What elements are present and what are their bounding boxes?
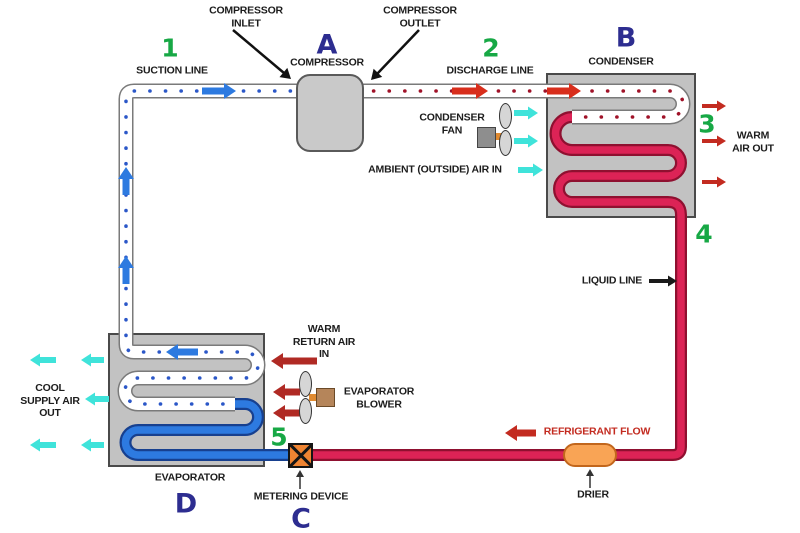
flow-arrow-right-icon [202, 83, 236, 99]
flow-arrow-left-icon [30, 438, 56, 452]
component-letter-c: C [291, 503, 311, 533]
label-compressor-outlet: COMPRESSOR OUTLET [383, 4, 457, 29]
flow-arrow-left-icon [273, 405, 300, 421]
label-liquid-line: LIQUID LINE [581, 274, 643, 287]
liquid-line-pipe [313, 111, 687, 461]
metering-device-pointer [296, 470, 304, 489]
flow-arrow-layer [30, 83, 726, 452]
flow-arrow-left-icon [166, 344, 198, 360]
flow-arrow-left-icon [273, 384, 300, 400]
label-suction-line: SUCTION LINE [136, 64, 208, 77]
label-warm-return-air-in: WARM RETURN AIR IN [292, 323, 356, 361]
label-ambient-air-in: AMBIENT (OUTSIDE) AIR IN [368, 163, 502, 176]
flow-arrow-right-icon [518, 163, 543, 177]
flow-arrow-left-icon [81, 353, 104, 367]
label-cool-supply-air-out: COOL SUPPLY AIR OUT [20, 382, 80, 420]
compressor-outlet-pointer [371, 29, 420, 80]
label-evaporator-blower: EVAPORATOR BLOWER [343, 385, 415, 410]
component-letter-a: A [316, 29, 338, 61]
compressor-inlet-pointer [232, 29, 291, 79]
point-number-5: 5 [270, 422, 288, 452]
discharge-line-pipe [356, 83, 691, 125]
flow-arrow-right-icon [452, 83, 488, 99]
label-compressor: COMPRESSOR [290, 56, 364, 69]
flow-arrow-right-icon [702, 176, 726, 188]
label-metering-device: METERING DEVICE [253, 490, 349, 503]
flow-arrow-right-icon [547, 83, 581, 99]
flow-arrow-left-icon [271, 353, 317, 369]
label-drier: DRIER [577, 488, 609, 501]
condenser-fan-blade-icon [499, 103, 512, 129]
label-warm-air-out: WARM AIR OUT [732, 129, 774, 154]
point-number-1: 1 [161, 33, 179, 63]
evaporator-liquid-pipe [119, 398, 290, 461]
point-number-4: 4 [695, 219, 713, 249]
flow-arrow-up-icon [118, 256, 134, 284]
metering-device [288, 443, 313, 468]
label-refrigerant-flow: REFRIGERANT FLOW [543, 425, 651, 438]
evaporator-blower-shaft [309, 394, 318, 401]
evaporator-blower-motor [316, 388, 335, 407]
evaporator-blower-blade-icon [299, 371, 312, 397]
point-number-3: 3 [698, 109, 716, 139]
flow-arrow-right-icon [702, 135, 726, 147]
evaporator-blower-blade-icon [299, 398, 312, 424]
label-discharge-line: DISCHARGE LINE [446, 64, 534, 77]
flow-arrow-left-icon [30, 353, 56, 367]
flow-arrow-right-icon [514, 134, 538, 148]
flow-arrow-left-icon [85, 392, 109, 406]
suction-line-pipe [117, 83, 308, 412]
label-evaporator: EVAPORATOR [154, 471, 226, 484]
label-condenser: CONDENSER [588, 55, 654, 68]
condenser-fan-shaft [494, 133, 502, 140]
condenser-fan-blade-icon [499, 130, 512, 156]
flow-arrow-right-icon [702, 100, 726, 112]
condenser-fan-motor [477, 127, 496, 148]
flow-arrow-up-icon [118, 167, 134, 195]
compressor-body [296, 74, 364, 152]
flow-arrow-left-icon [81, 438, 104, 452]
flow-arrow-right-icon [514, 106, 538, 120]
flow-arrow-right-icon [649, 275, 677, 287]
drier-capsule [563, 443, 617, 467]
point-number-2: 2 [482, 33, 500, 63]
label-condenser-fan: CONDENSER FAN [419, 111, 485, 136]
drier-pointer [586, 469, 594, 488]
label-compressor-inlet: COMPRESSOR INLET [209, 4, 283, 29]
flow-arrow-left-icon [505, 425, 536, 441]
component-letter-b: B [615, 22, 637, 54]
component-letter-d: D [174, 488, 198, 520]
